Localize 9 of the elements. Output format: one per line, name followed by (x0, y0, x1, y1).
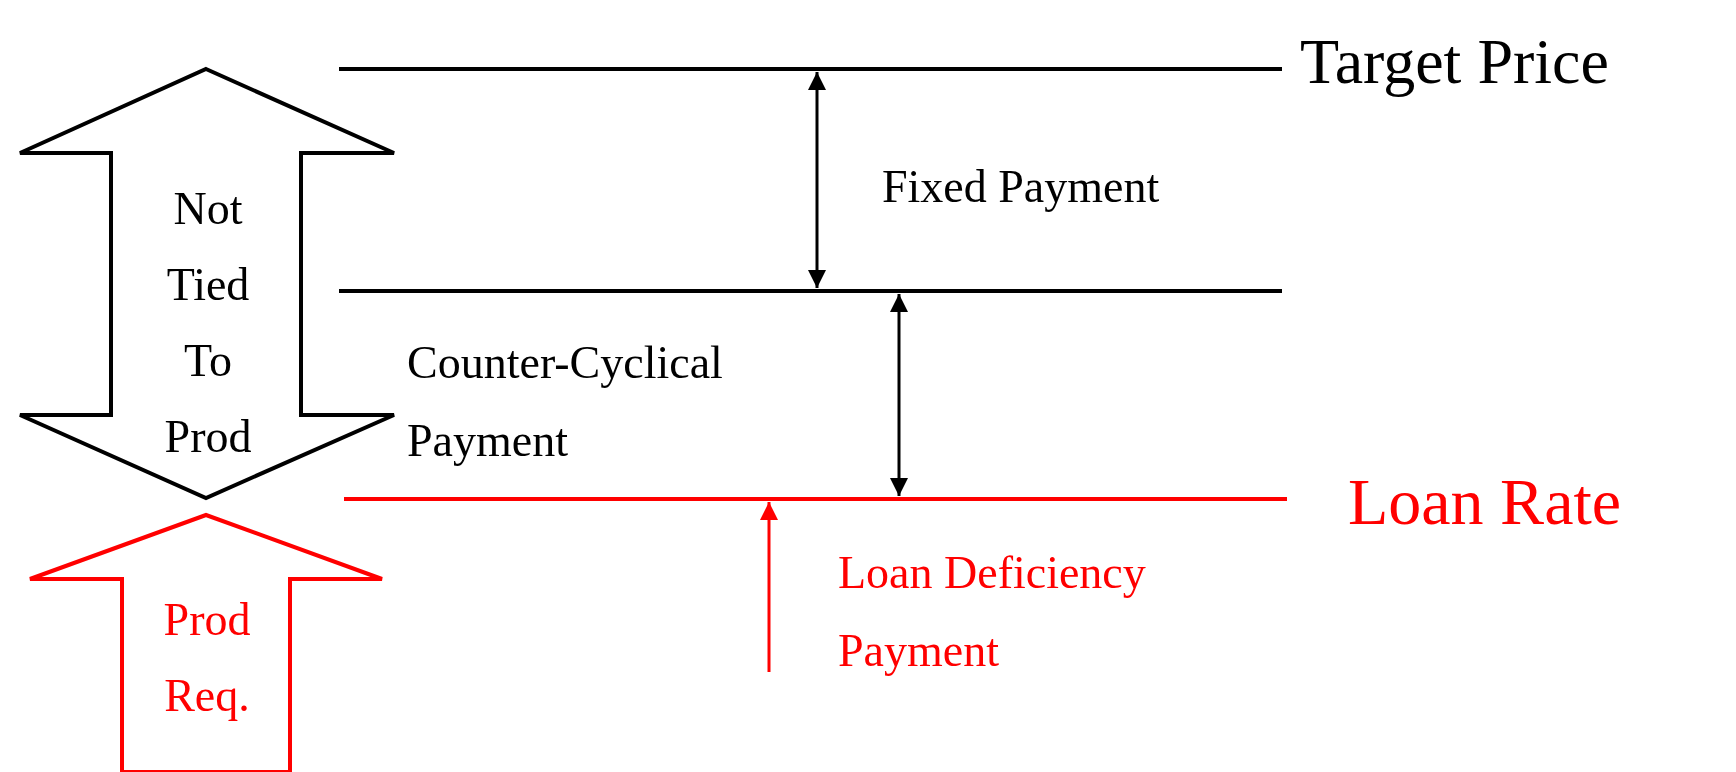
payment-label: Counter-Cyclical Payment (407, 336, 724, 469)
up-arrow-shape (28, 512, 386, 772)
arrow-label: Not Tied To Prod (163, 182, 253, 464)
line-label: Loan Rate (1348, 464, 1622, 540)
payment-label: Fixed Payment (882, 160, 1160, 214)
payment-label: Loan Deficiency Payment (838, 546, 1147, 679)
line-label: Target Price (1300, 25, 1609, 99)
arrow-label: Prod Req. (162, 593, 252, 723)
double-arrow-shape (18, 66, 398, 502)
